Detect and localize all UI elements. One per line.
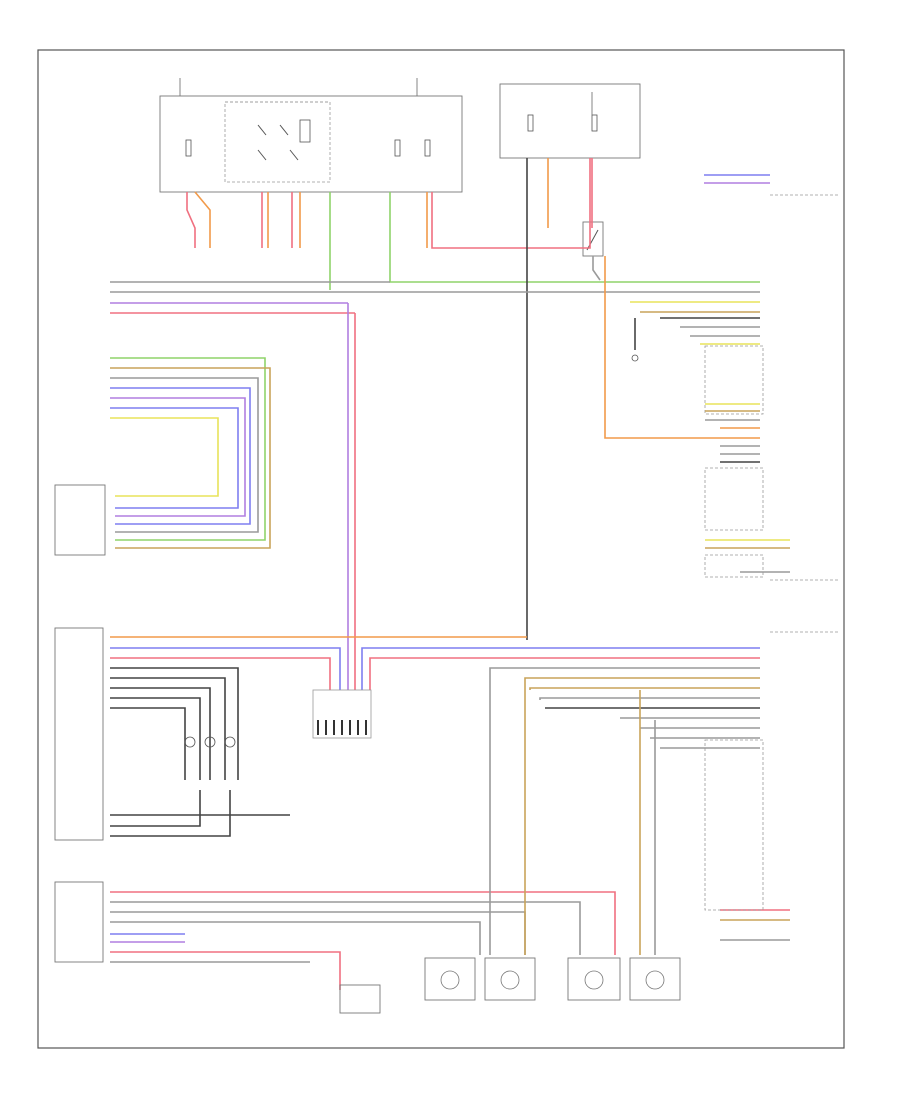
- bottom-wires: [54, 690, 790, 990]
- right-markers: [770, 579, 840, 633]
- upper-bus: [110, 281, 760, 690]
- lower-bus: [54, 627, 760, 841]
- fuse-box-right: [499, 83, 641, 159]
- legend: [704, 174, 840, 196]
- fuse-relay-box: [159, 78, 463, 193]
- relay-circles: [110, 736, 290, 837]
- engine-bus: [54, 357, 271, 556]
- speed-sensors: [339, 957, 681, 1014]
- brake-switch: [582, 221, 604, 257]
- diagram-frame: [37, 49, 845, 1049]
- connector-block: [312, 689, 372, 739]
- top-wires: [186, 158, 760, 640]
- right-bus: [604, 256, 790, 578]
